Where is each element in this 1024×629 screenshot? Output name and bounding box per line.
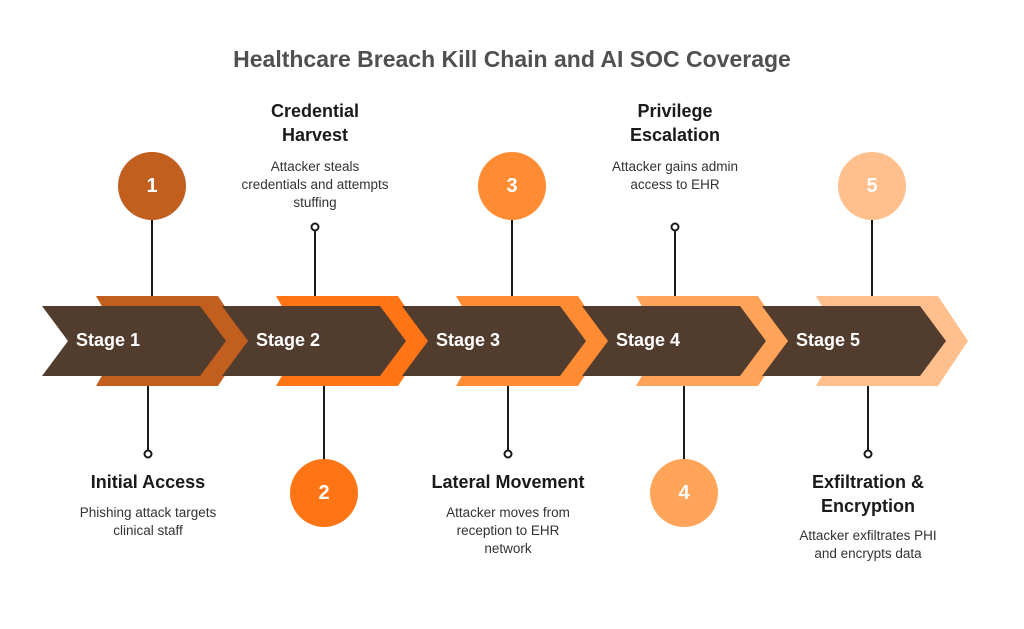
stage-heading-4: Privilege Escalation — [629, 101, 721, 145]
stage-number-badge-4: 4 — [650, 459, 718, 527]
stage-chevron-2 — [222, 306, 406, 376]
connector-dot-4 — [670, 222, 680, 232]
stage-chevron-4 — [582, 306, 766, 376]
stage-description-3: Attacker moves from reception to EHR net… — [446, 505, 570, 556]
stage-heading-3: Lateral Movement — [431, 472, 585, 492]
stage-label-2: Stage 2 — [256, 330, 321, 350]
stage-label-4: Stage 4 — [616, 330, 681, 350]
connector-dot-1 — [143, 449, 153, 459]
stage-chevron-3 — [402, 306, 586, 376]
stage-label-3: Stage 3 — [436, 330, 501, 350]
connector-dot-3 — [503, 449, 513, 459]
stage-number-badge-5: 5 — [838, 152, 906, 220]
stage-label-1: Stage 1 — [76, 330, 141, 350]
connector-dot-2 — [310, 222, 320, 232]
stage-label-5: Stage 5 — [796, 330, 861, 350]
stage-number-badge-1: 1 — [118, 152, 186, 220]
page-title: Healthcare Breach Kill Chain and AI SOC … — [233, 46, 791, 72]
stage-description-2: Attacker steals credentials and attempts… — [241, 159, 389, 210]
stage-heading-1: Initial Access — [90, 472, 206, 492]
stage-number-badge-2: 2 — [290, 459, 358, 527]
stage-description-5: Attacker exfiltrates PHI and encrypts da… — [799, 528, 937, 561]
stage-heading-2: Credential Harvest — [270, 101, 360, 145]
stage-description-1: Phishing attack targets clinical staff — [79, 505, 217, 538]
stage-description-4: Attacker gains admin access to EHR — [611, 159, 739, 192]
stage-number-badge-3: 3 — [478, 152, 546, 220]
stage-chevron-5 — [762, 306, 946, 376]
stage-chevron-1 — [42, 306, 226, 376]
connector-dot-5 — [863, 449, 873, 459]
stage-heading-5: Exfiltration & Encryption — [811, 472, 924, 516]
